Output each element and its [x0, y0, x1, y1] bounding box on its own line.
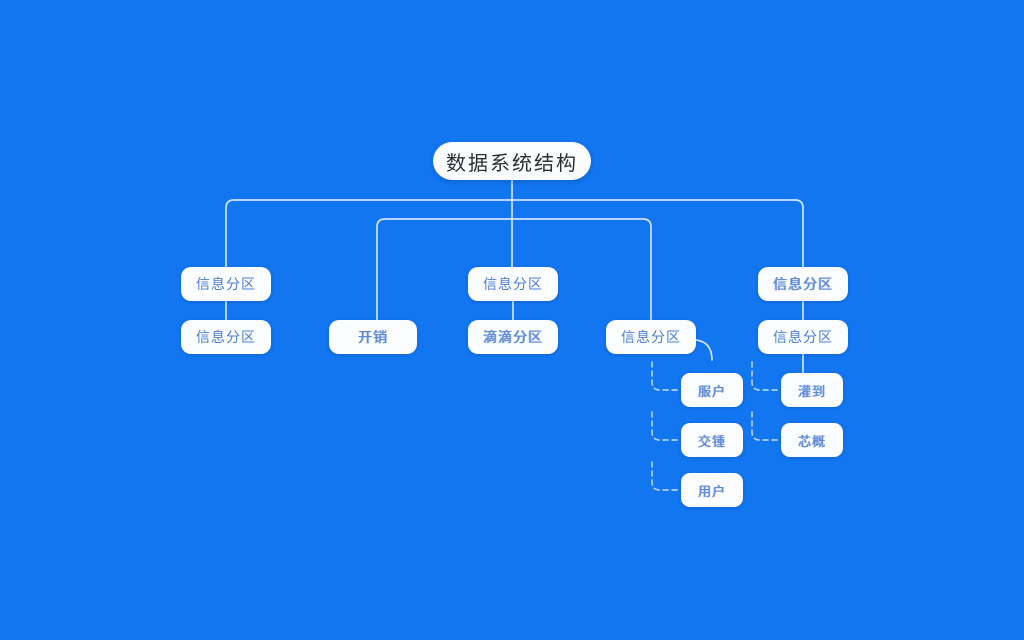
node-branch1-1[interactable]: 信息分区	[181, 267, 271, 301]
node-root-label: 数据系统结构	[446, 150, 578, 175]
node-label: 服户	[697, 384, 726, 400]
node-label: 信息分区	[621, 330, 681, 346]
node-branch4-3[interactable]: 交锺	[681, 423, 743, 457]
node-label: 芯概	[797, 434, 826, 450]
node-label: 信息分区	[196, 277, 256, 293]
node-label: 开销	[358, 330, 388, 346]
node-branch5-1[interactable]: 信息分区	[758, 267, 848, 301]
node-label: 交锺	[697, 434, 726, 450]
node-branch5-2[interactable]: 信息分区	[758, 320, 848, 354]
node-root[interactable]: 数据系统结构	[433, 142, 591, 180]
edge-dashed-n4-4	[651, 461, 682, 491]
node-label: 信息分区	[196, 330, 256, 346]
node-branch1-2[interactable]: 信息分区	[181, 320, 271, 354]
edge-dashed-n5-4	[751, 411, 782, 441]
edge-dashed-n4-2	[651, 361, 682, 391]
edge-dashed-n4-3	[651, 411, 682, 441]
node-branch3-1[interactable]: 信息分区	[468, 267, 558, 301]
node-branch4-2[interactable]: 服户	[681, 373, 743, 407]
node-label: 用户	[697, 484, 726, 500]
node-branch4-1[interactable]: 信息分区	[606, 320, 696, 354]
node-label: 灌到	[797, 384, 826, 400]
node-label: 信息分区	[773, 330, 833, 346]
edge-dashed-n5-3	[751, 361, 782, 391]
node-branch2-1[interactable]: 开销	[329, 320, 417, 354]
node-label: 滴滴分区	[483, 330, 543, 346]
node-branch3-2[interactable]: 滴滴分区	[468, 320, 558, 354]
node-branch5-3[interactable]: 灌到	[781, 373, 843, 407]
node-label: 信息分区	[773, 277, 833, 293]
node-label: 信息分区	[483, 277, 543, 293]
edge-outer-bus	[225, 199, 804, 268]
edge-n4-1-spine	[695, 339, 713, 361]
node-branch4-4[interactable]: 用户	[681, 473, 743, 507]
node-branch5-4[interactable]: 芯概	[781, 423, 843, 457]
